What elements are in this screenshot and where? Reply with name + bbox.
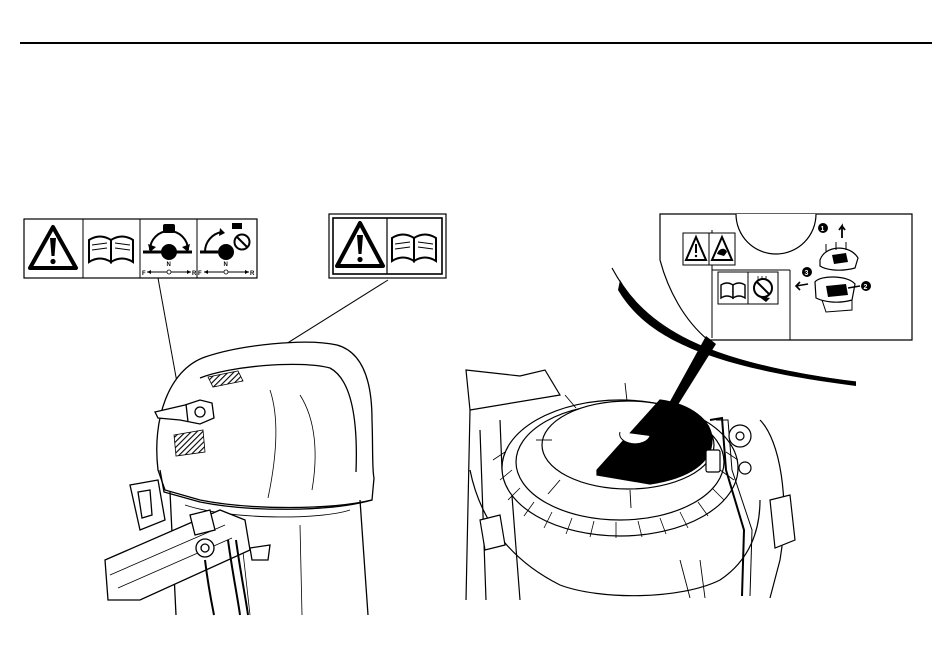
forward-label-2: F: [198, 271, 202, 277]
right-figure: 1 3 2: [466, 214, 912, 600]
hatched-label-front: [174, 430, 205, 456]
step-2-number: 2: [864, 284, 868, 291]
reverse-label-2: R: [250, 271, 255, 277]
callout-warning-box: [683, 233, 735, 265]
callout-magnifier: 1 3 2: [660, 214, 912, 340]
forward-label: F: [142, 271, 146, 277]
label-strip: F N R F N R: [24, 219, 257, 278]
callout-manual-box: [718, 272, 778, 304]
neutral-label: N: [167, 262, 171, 268]
step-3-number: 3: [805, 270, 809, 277]
manual-book-icon: [392, 235, 436, 262]
small-warning-label: [329, 214, 446, 278]
step-1-number: 1: [821, 226, 825, 233]
outboard-motor: [105, 342, 374, 615]
manual-book-icon: [89, 237, 133, 263]
left-figure: F N R F N R: [24, 214, 446, 615]
engine-flywheel: [466, 370, 795, 600]
reverse-label: R: [192, 271, 197, 277]
neutral-label-2: N: [224, 262, 228, 268]
